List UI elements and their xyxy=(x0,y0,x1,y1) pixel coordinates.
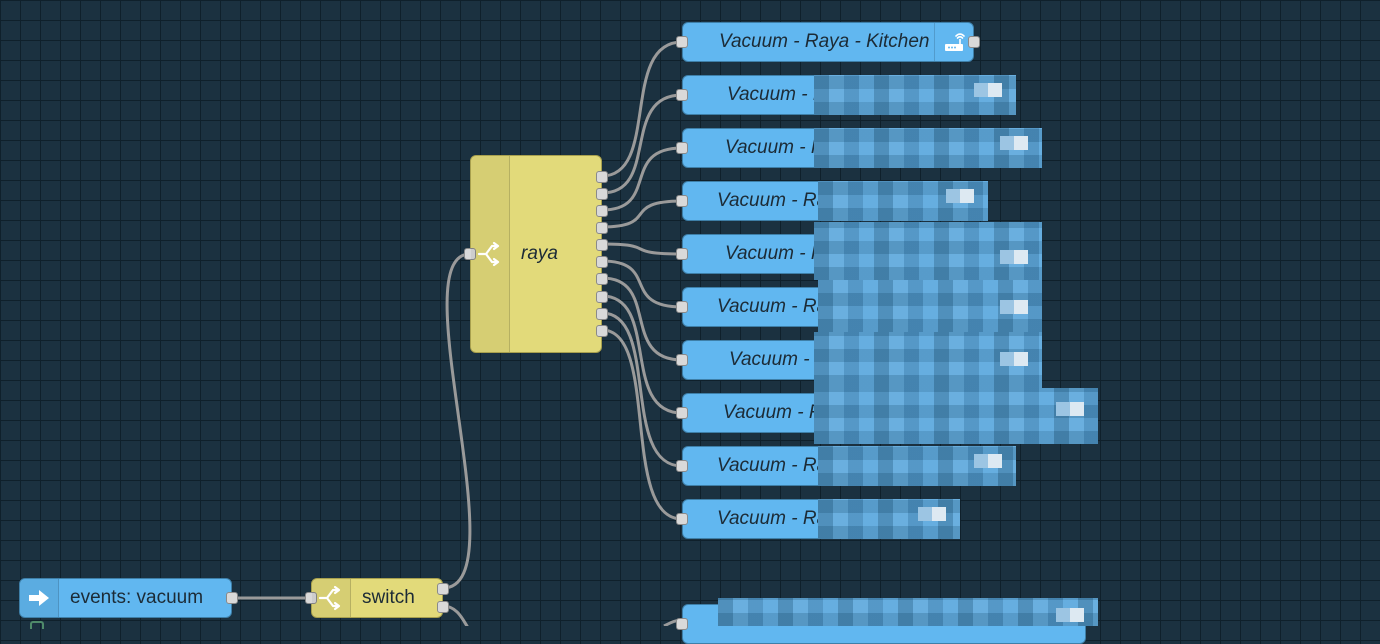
node-label: raya xyxy=(521,243,558,264)
output-port-7[interactable] xyxy=(596,273,608,285)
input-port[interactable] xyxy=(676,248,688,260)
input-port[interactable] xyxy=(676,460,688,472)
output-port[interactable] xyxy=(968,36,980,48)
output-port-10[interactable] xyxy=(596,325,608,337)
input-port[interactable] xyxy=(676,195,688,207)
output-port-1[interactable] xyxy=(596,171,608,183)
input-port[interactable] xyxy=(676,513,688,525)
input-port[interactable] xyxy=(676,36,688,48)
output-port-4[interactable] xyxy=(596,222,608,234)
arrow-right-icon xyxy=(20,579,59,617)
node-label: switch xyxy=(362,587,415,608)
output-port-5[interactable] xyxy=(596,239,608,251)
wire-raya-out5 xyxy=(601,242,683,256)
input-port[interactable] xyxy=(676,301,688,313)
node-label: Vacuum - Ra xyxy=(717,296,828,317)
wire-raya-out8 xyxy=(601,294,683,415)
node-label: Vacuum - Ra xyxy=(717,508,828,529)
node-label: Vacuum - R xyxy=(727,84,827,105)
output-port-9[interactable] xyxy=(596,308,608,320)
wire-raya-out3 xyxy=(601,146,683,212)
wire-raya-out9 xyxy=(601,311,683,468)
input-port[interactable] xyxy=(676,89,688,101)
pixelated-redaction xyxy=(814,222,1042,280)
input-port[interactable] xyxy=(676,142,688,154)
node-label: Vacuum - Raya - Kitchen xyxy=(719,31,930,52)
output-port-2[interactable] xyxy=(437,601,449,613)
wire-raya-out4 xyxy=(601,199,683,229)
partial-status-indicator xyxy=(30,621,44,629)
pixelated-redaction xyxy=(814,75,1016,115)
wire-raya-out10 xyxy=(601,328,683,521)
wire-raya-out6 xyxy=(601,259,683,309)
node-label: Vacuum - Ra xyxy=(717,190,828,211)
node-label: Vacuum - Ra xyxy=(717,455,828,476)
node-label: Vacuum - R xyxy=(723,402,823,423)
wire-raya-out1 xyxy=(601,40,683,178)
pixelated-redaction xyxy=(718,598,1098,626)
output-port-1[interactable] xyxy=(437,583,449,595)
output-port-8[interactable] xyxy=(596,291,608,303)
pixelated-redaction xyxy=(818,499,960,539)
vacuum-output-node[interactable]: Vacuum - Raya - Kitchen xyxy=(676,22,980,62)
inject-node-events-vacuum[interactable]: events: vacuum xyxy=(19,578,238,618)
node-label: events: vacuum xyxy=(70,587,204,608)
router-icon xyxy=(934,23,973,61)
input-port[interactable] xyxy=(305,592,317,604)
pixelated-redaction xyxy=(814,388,1098,444)
node-label: Vacuum - R xyxy=(729,349,829,370)
switch-icon xyxy=(471,156,510,352)
pixelated-redaction xyxy=(818,181,988,221)
pixelated-redaction xyxy=(818,446,1016,486)
input-port[interactable] xyxy=(676,354,688,366)
output-port-3[interactable] xyxy=(596,205,608,217)
switch-icon xyxy=(312,579,351,617)
raya-switch-node[interactable]: raya xyxy=(464,155,608,353)
pixelated-redaction xyxy=(814,128,1042,168)
pixelated-redaction xyxy=(818,280,1042,332)
output-port-6[interactable] xyxy=(596,256,608,268)
output-port-2[interactable] xyxy=(596,188,608,200)
wire-raya-out7 xyxy=(601,276,683,362)
node-label: Vacuum - R xyxy=(725,243,825,264)
input-port[interactable] xyxy=(676,407,688,419)
switch-node[interactable]: switch xyxy=(305,578,449,618)
pixelated-redaction xyxy=(814,332,1042,388)
input-port[interactable] xyxy=(464,248,476,260)
wire-switch-raya xyxy=(442,252,472,590)
output-port[interactable] xyxy=(226,592,238,604)
node-label: Vacuum - R xyxy=(725,137,825,158)
wire-raya-out2 xyxy=(601,93,683,195)
input-port[interactable] xyxy=(676,618,688,630)
